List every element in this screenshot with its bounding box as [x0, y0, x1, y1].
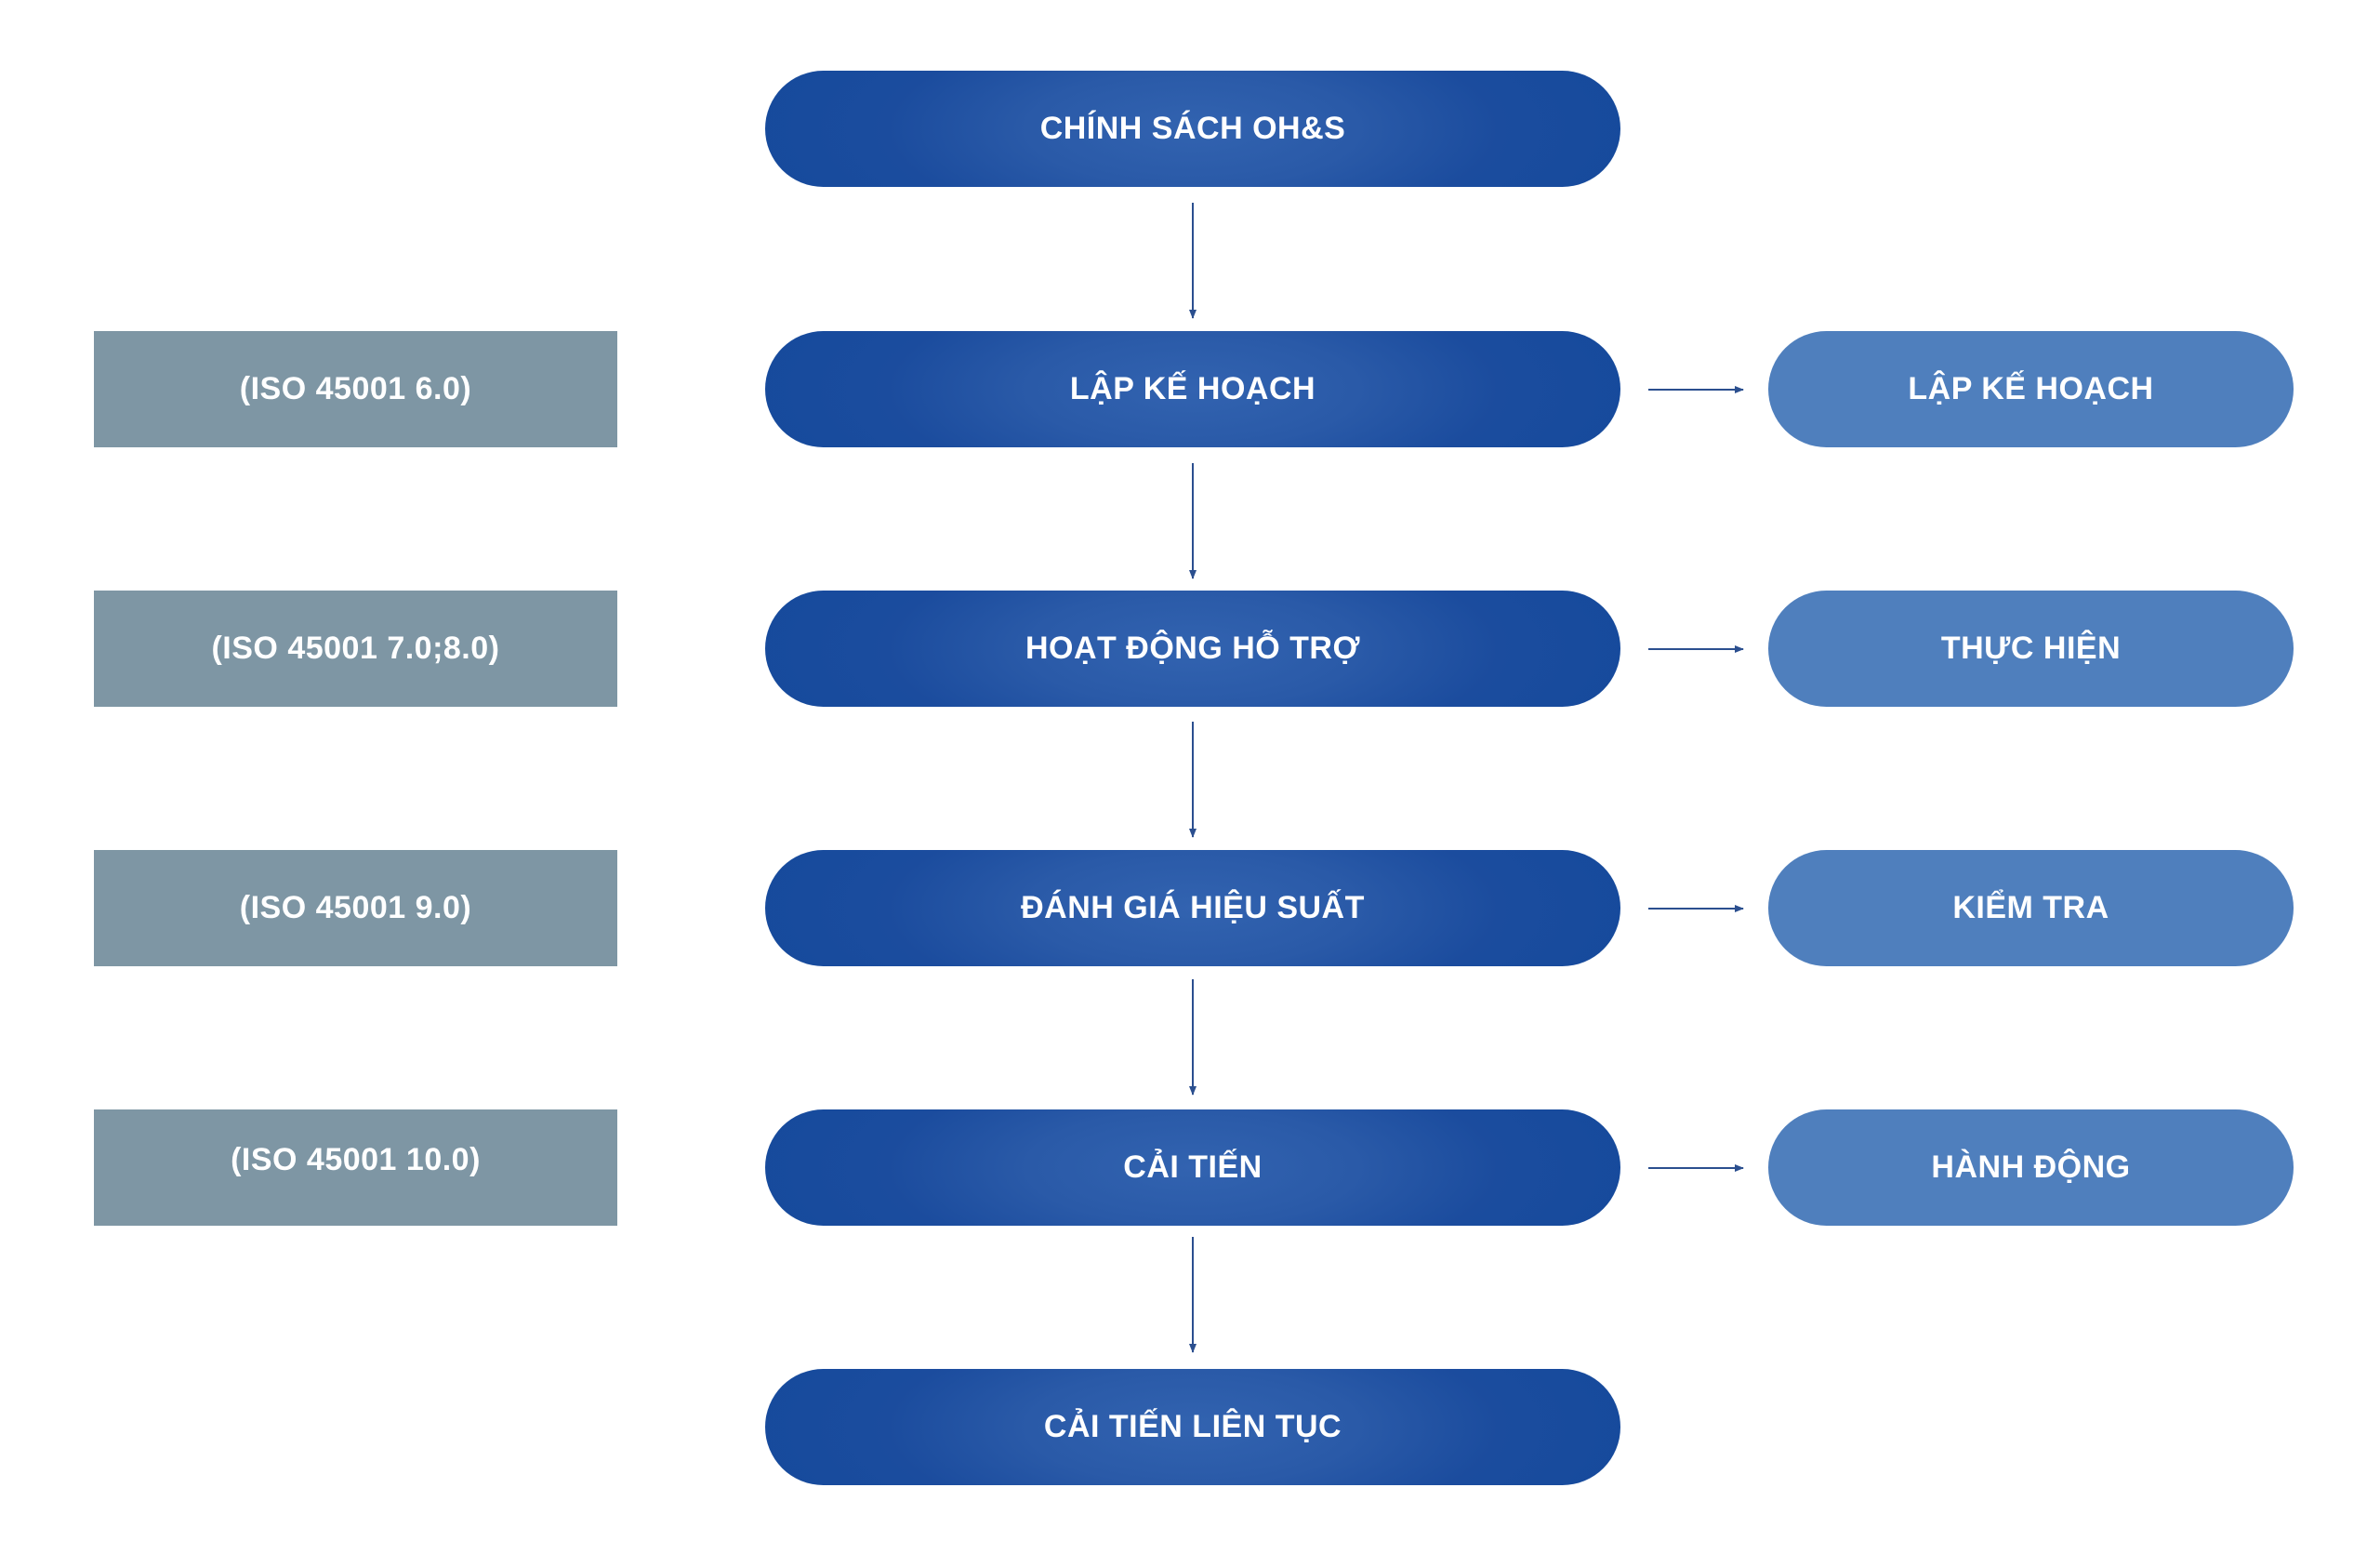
node-continual-improvement: CẢI TIẾN LIÊN TỤC — [765, 1369, 1620, 1485]
node-planning: LẬP KẾ HOẠCH — [765, 331, 1620, 447]
iso-ref-planning: (ISO 45001 6.0) — [94, 331, 617, 447]
iso-ref-evaluation: (ISO 45001 9.0) — [94, 850, 617, 966]
pdca-plan: LẬP KẾ HOẠCH — [1768, 331, 2294, 447]
node-ohs-policy: CHÍNH SÁCH OH&S — [765, 71, 1620, 187]
node-performance-evaluation: ĐÁNH GIÁ HIỆU SUẤT — [765, 850, 1620, 966]
pdca-act: HÀNH ĐỘNG — [1768, 1109, 2294, 1226]
pdca-do: THỰC HIỆN — [1768, 591, 2294, 707]
iso-ref-support: (ISO 45001 7.0;8.0) — [94, 591, 617, 707]
node-improvement: CẢI TIẾN — [765, 1109, 1620, 1226]
node-support-operations: HOẠT ĐỘNG HỖ TRỢ — [765, 591, 1620, 707]
iso-ref-improvement: (ISO 45001 10.0) — [94, 1109, 617, 1226]
pdca-check: KIỂM TRA — [1768, 850, 2294, 966]
